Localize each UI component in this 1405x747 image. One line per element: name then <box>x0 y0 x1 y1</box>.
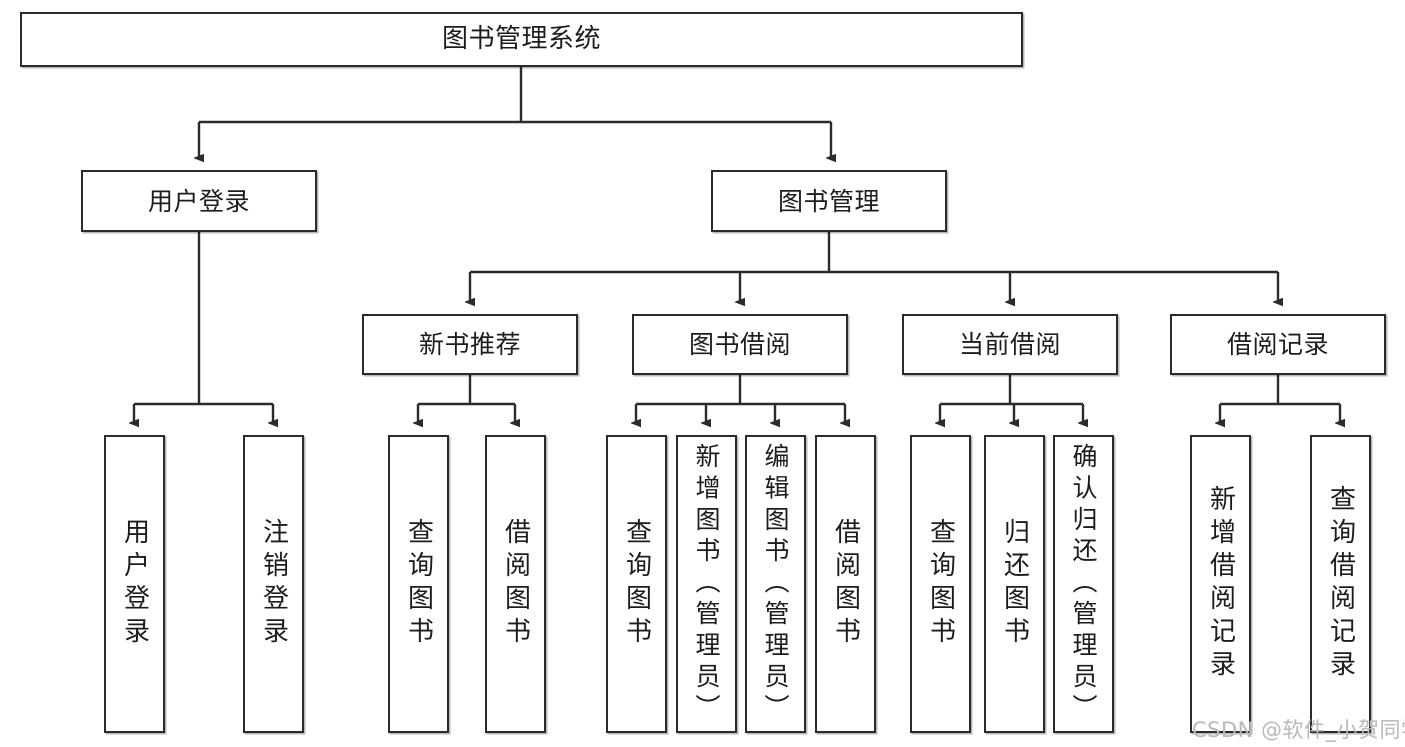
node-label: 查询借阅记录 <box>1325 485 1356 683</box>
node-label: 确认归还（管理员） <box>1069 442 1098 726</box>
node-label: 图书管理 <box>777 186 880 216</box>
node-label: 用户登录 <box>147 186 250 216</box>
leaf-user-logout[interactable]: 注销登录 <box>243 435 304 733</box>
node-label: 图书借阅 <box>688 330 791 359</box>
node-current-borrow[interactable]: 当前借阅 <box>902 314 1118 375</box>
leaf-confirm-return-admin[interactable]: 确认归还（管理员） <box>1053 435 1114 733</box>
node-label: 查询图书 <box>925 518 956 650</box>
node-label: 编辑图书（管理员） <box>761 442 790 726</box>
node-book-borrow[interactable]: 图书借阅 <box>632 314 848 375</box>
leaf-return-book[interactable]: 归还图书 <box>984 435 1045 733</box>
csdn-watermark: CSDN @软件_小贺同学 <box>1192 718 1405 742</box>
node-root-system[interactable]: 图书管理系统 <box>20 12 1023 67</box>
leaf-add-borrow-record[interactable]: 新增借阅记录 <box>1190 435 1251 733</box>
leaf-borrow-book-nb[interactable]: 借阅图书 <box>485 435 546 733</box>
node-borrow-record[interactable]: 借阅记录 <box>1170 314 1386 375</box>
node-label: 当前借阅 <box>958 330 1061 359</box>
node-label: 新书推荐 <box>418 330 521 359</box>
leaf-query-book-cb[interactable]: 查询图书 <box>910 435 971 733</box>
leaf-add-book-admin[interactable]: 新增图书（管理员） <box>676 435 737 733</box>
node-label: 借阅记录 <box>1226 330 1329 359</box>
node-label: 图书管理系统 <box>441 24 601 55</box>
node-label: 注销登录 <box>258 518 289 650</box>
node-book-management[interactable]: 图书管理 <box>711 170 947 232</box>
node-label: 用户登录 <box>119 518 150 650</box>
node-label: 查询图书 <box>403 518 434 650</box>
leaf-query-book-nb[interactable]: 查询图书 <box>388 435 449 733</box>
node-label: 借阅图书 <box>500 518 531 650</box>
leaf-user-login[interactable]: 用户登录 <box>104 435 165 733</box>
node-label: 查询图书 <box>621 518 652 650</box>
leaf-query-borrow-record[interactable]: 查询借阅记录 <box>1310 435 1371 733</box>
leaf-borrow-book-bb[interactable]: 借阅图书 <box>815 435 876 733</box>
leaf-edit-book-admin[interactable]: 编辑图书（管理员） <box>745 435 806 733</box>
node-label: 新增借阅记录 <box>1205 485 1236 683</box>
leaf-query-book-bb[interactable]: 查询图书 <box>606 435 667 733</box>
node-label: 归还图书 <box>999 518 1030 650</box>
node-user-login[interactable]: 用户登录 <box>81 170 317 232</box>
node-new-book-recommend[interactable]: 新书推荐 <box>362 314 578 375</box>
node-label: 借阅图书 <box>830 518 861 650</box>
node-label: 新增图书（管理员） <box>692 442 721 726</box>
